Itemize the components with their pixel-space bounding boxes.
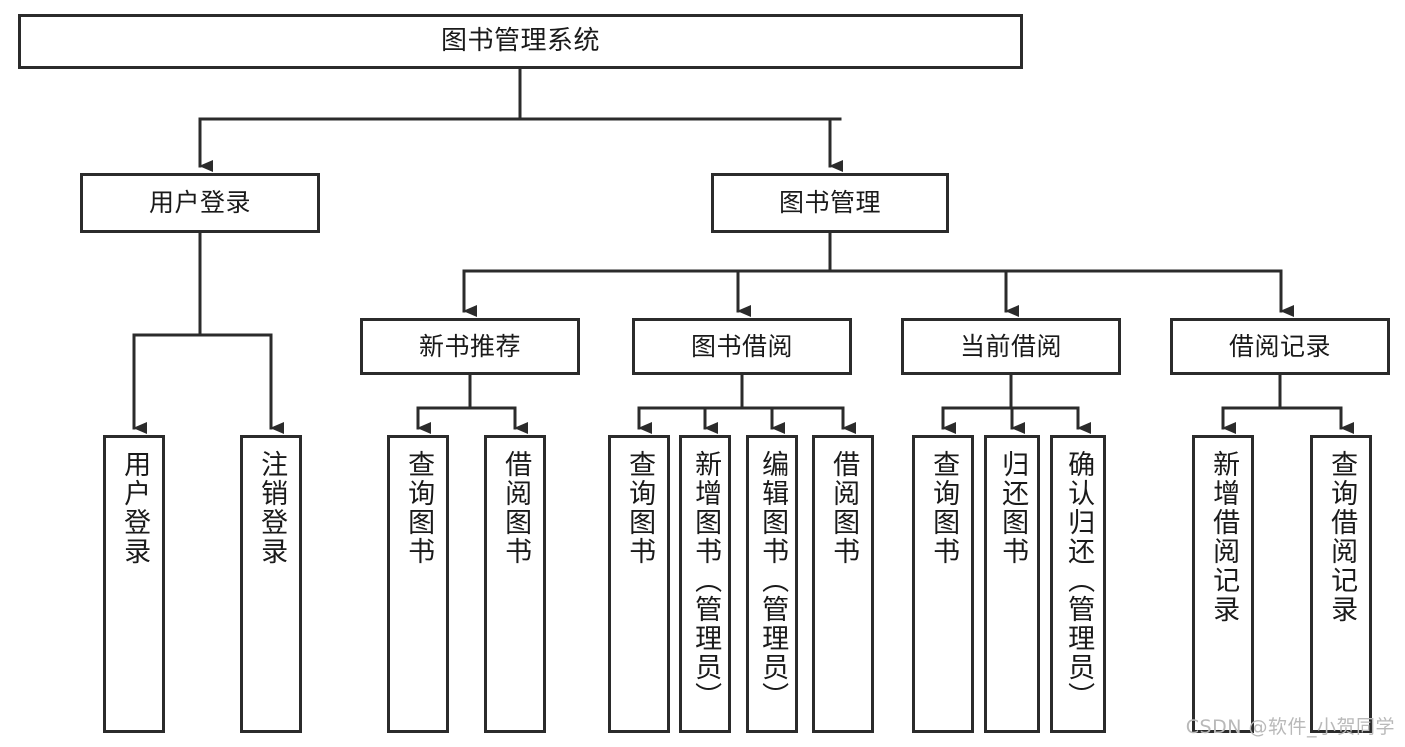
- node-borrow-record[interactable]: 借阅记录: [1170, 318, 1390, 375]
- node-leaf-query-book-1[interactable]: 查询图书: [387, 435, 449, 733]
- node-leaf-confirm-return[interactable]: 确认归还（管理员）: [1050, 435, 1106, 733]
- node-leaf-query-record-label: 查询借阅记录: [1326, 450, 1358, 624]
- node-leaf-query-book-2[interactable]: 查询图书: [608, 435, 670, 733]
- node-leaf-query-book-2-label: 查询图书: [624, 450, 656, 566]
- node-leaf-query-book-3-label: 查询图书: [928, 450, 960, 566]
- node-current-borrow[interactable]: 当前借阅: [901, 318, 1121, 375]
- node-leaf-user-login[interactable]: 用户登录: [103, 435, 165, 733]
- node-leaf-add-book-label: 新增图书（管理员）: [690, 450, 722, 711]
- node-leaf-borrow-book-2[interactable]: 借阅图书: [812, 435, 874, 733]
- node-leaf-return-book-label: 归还图书: [997, 450, 1029, 566]
- node-leaf-add-book[interactable]: 新增图书（管理员）: [679, 435, 731, 733]
- node-book-borrow[interactable]: 图书借阅: [632, 318, 852, 375]
- node-root-label: 图书管理系统: [440, 25, 600, 56]
- watermark: CSDN @软件_小贺同学: [1185, 716, 1395, 738]
- node-leaf-user-login-label: 用户登录: [119, 450, 151, 566]
- node-leaf-query-book-1-label: 查询图书: [403, 450, 435, 566]
- node-new-book-recommend[interactable]: 新书推荐: [360, 318, 580, 375]
- node-leaf-query-book-3[interactable]: 查询图书: [912, 435, 974, 733]
- node-leaf-return-book[interactable]: 归还图书: [984, 435, 1040, 733]
- node-leaf-logout[interactable]: 注销登录: [240, 435, 302, 733]
- node-leaf-query-record[interactable]: 查询借阅记录: [1310, 435, 1372, 733]
- node-book-management[interactable]: 图书管理: [711, 173, 949, 233]
- node-user-login[interactable]: 用户登录: [80, 173, 320, 233]
- node-root[interactable]: 图书管理系统: [18, 14, 1023, 69]
- node-leaf-borrow-book-1-label: 借阅图书: [500, 450, 532, 566]
- node-leaf-confirm-return-label: 确认归还（管理员）: [1063, 450, 1095, 711]
- node-new-book-recommend-label: 新书推荐: [418, 331, 521, 361]
- node-borrow-record-label: 借阅记录: [1228, 331, 1331, 361]
- node-user-login-label: 用户登录: [148, 188, 251, 217]
- node-leaf-add-record-label: 新增借阅记录: [1208, 450, 1240, 624]
- node-leaf-logout-label: 注销登录: [256, 450, 288, 566]
- node-book-borrow-label: 图书借阅: [690, 331, 793, 361]
- node-book-management-label: 图书管理: [778, 188, 881, 217]
- node-leaf-edit-book-label: 编辑图书（管理员）: [757, 450, 789, 711]
- node-leaf-borrow-book-1[interactable]: 借阅图书: [484, 435, 546, 733]
- node-leaf-add-record[interactable]: 新增借阅记录: [1192, 435, 1254, 733]
- node-current-borrow-label: 当前借阅: [959, 331, 1062, 361]
- node-leaf-edit-book[interactable]: 编辑图书（管理员）: [746, 435, 798, 733]
- node-leaf-borrow-book-2-label: 借阅图书: [828, 450, 860, 566]
